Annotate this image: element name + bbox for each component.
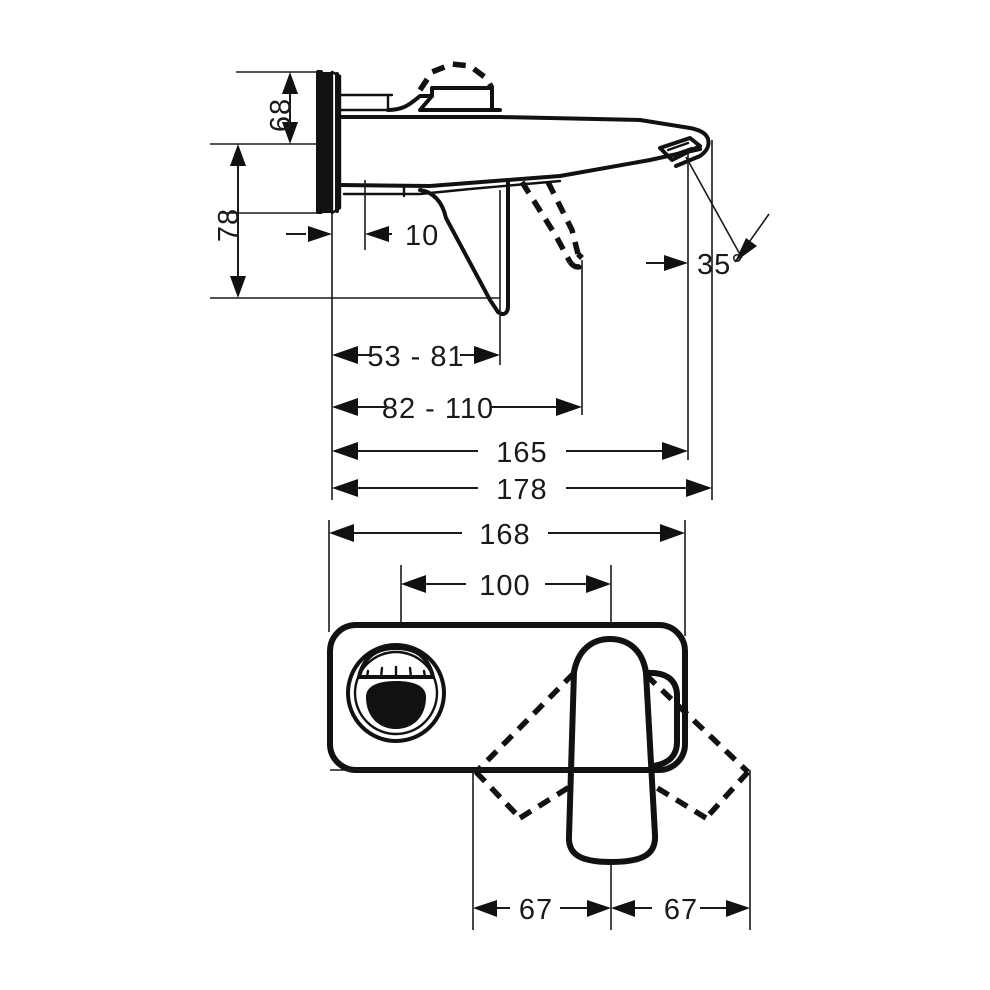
side-elevation-geometry — [316, 61, 711, 316]
dimension-68: 68 — [265, 72, 298, 144]
dimension-53-81-label: 53 - 81 — [367, 341, 464, 373]
side-elevation-dimensions: 68 78 10 — [210, 71, 770, 506]
dimension-178-label: 178 — [496, 474, 547, 506]
handle-swing-dashed-outline-front — [474, 671, 751, 821]
dimension-35-degrees-label: 35° — [697, 249, 744, 281]
front-elevation-geometry — [327, 622, 751, 865]
dimension-100-label: 100 — [479, 570, 530, 602]
angle-leg-line — [685, 156, 743, 259]
dimension-67-left-label: 67 — [519, 894, 553, 926]
dimension-178: 178 — [332, 474, 712, 506]
dimension-68-label: 68 — [265, 98, 297, 132]
valve-hidden-outline — [417, 61, 495, 92]
dimension-78: 78 — [213, 144, 246, 298]
dimension-67-left: 67 — [473, 894, 611, 926]
spout-body — [338, 86, 711, 196]
front-elevation-dimensions: 168 100 — [328, 519, 686, 636]
handle-swing-dashed-outline-side — [519, 180, 586, 270]
dimension-165-label: 165 — [496, 437, 547, 469]
front-elevation-bottom-dimensions: 67 67 — [472, 770, 751, 930]
dimension-100: 100 — [401, 570, 611, 602]
dimension-165: 165 — [332, 437, 688, 469]
dimension-67-right: 67 — [611, 894, 750, 926]
lever-handle-front — [565, 636, 680, 865]
dimension-67-right-label: 67 — [664, 894, 698, 926]
aerator-outlet — [658, 136, 702, 162]
dimension-10: 10 — [286, 220, 439, 252]
dimension-10-label: 10 — [405, 220, 439, 252]
cartridge-opening — [346, 643, 446, 743]
dimension-82-110: 82 - 110 — [332, 393, 582, 425]
wall-flange — [316, 70, 342, 215]
dimension-82-110-label: 82 - 110 — [382, 393, 494, 425]
dimension-168-label: 168 — [479, 519, 530, 551]
dimension-35-degrees: 35° — [646, 156, 770, 281]
dimension-53-81: 53 - 81 — [332, 341, 500, 373]
dimension-78-label: 78 — [213, 208, 245, 242]
dimension-168: 168 — [329, 519, 685, 551]
